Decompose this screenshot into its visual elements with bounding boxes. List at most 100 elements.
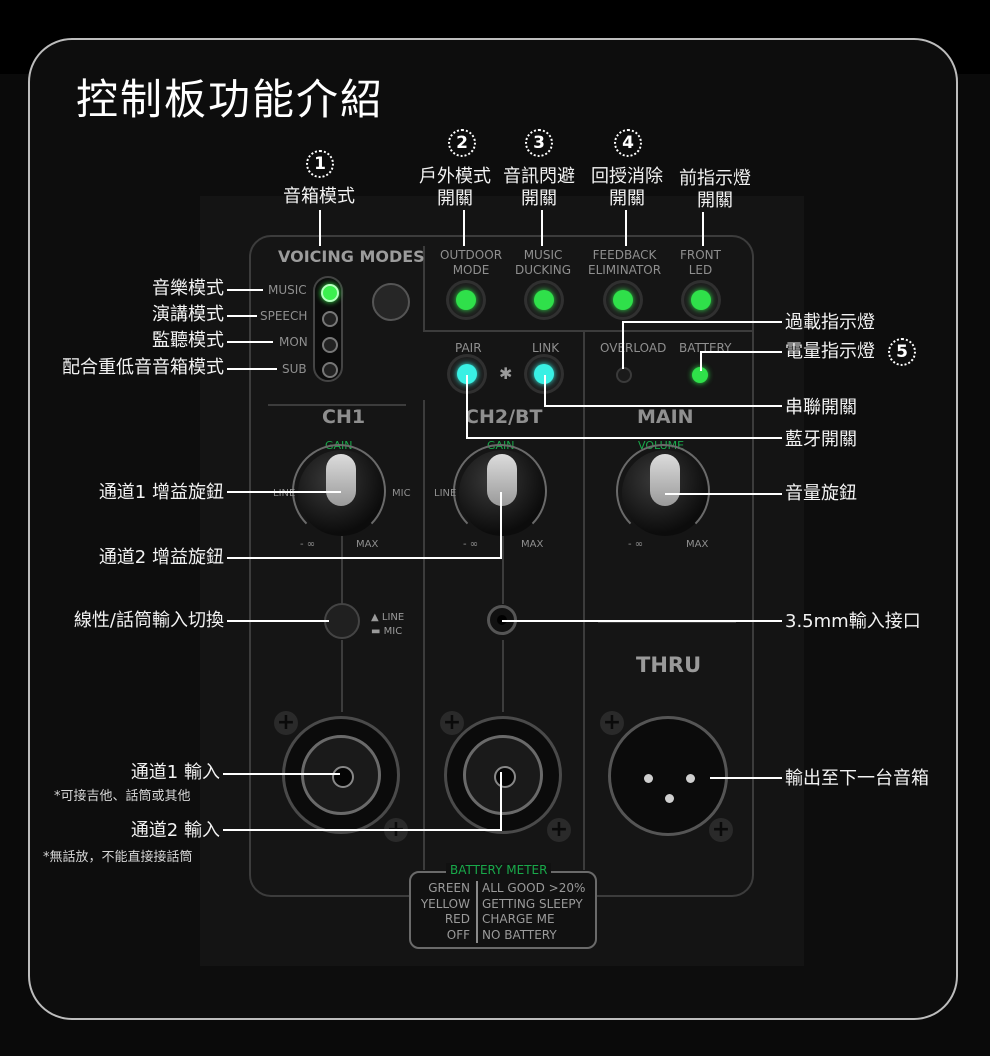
ch1-gain-knob[interactable] [292,444,386,538]
overload-label: OVERLOAD [600,341,667,355]
screw-plus-icon [274,711,298,735]
mon-led [322,337,338,353]
leader-line [227,289,263,291]
number-badge-3: 3 [525,129,553,157]
divider [598,621,736,623]
outdoor-mode-switch[interactable] [449,283,483,317]
overload-led [616,367,632,383]
speech-led [322,311,338,327]
leader-line [702,212,704,246]
mode-music-label: MUSIC [268,283,307,297]
battery-meter-separator [476,881,478,943]
voicing-modes-label: VOICING MODES [278,247,425,266]
callout-music-mode: 音樂模式 [152,278,224,299]
leader-line [622,321,782,323]
ch1-max-label: MAX [356,539,379,550]
note-ch1-input: *可接吉他、話筒或其他 [54,789,191,804]
leader-line [544,405,782,407]
feedback-eliminator-switch[interactable] [606,283,640,317]
xlr-pin [686,774,695,783]
leader-line [227,620,329,622]
screw-plus-icon [600,711,624,735]
voicing-mode-button[interactable] [372,283,410,321]
leader-line [466,375,468,439]
leader-line [500,492,502,559]
callout-overload: 過載指示燈 [785,312,875,333]
ch1-combo-input[interactable] [282,716,400,834]
callout-line-mic-switch: 線性/話筒輸入切換 [73,610,224,631]
ch2-combo-input[interactable] [444,716,562,834]
battery-meter-colors: GREEN YELLOW RED OFF [420,881,470,942]
number-badge-5: 5 [888,338,916,366]
leader-line [500,772,502,831]
battery-meter-meanings: ALL GOOD >20% GETTING SLEEPY CHARGE ME N… [482,881,586,942]
link-label: LINK [532,341,560,355]
line-mic-toggle[interactable] [324,603,360,639]
callout-thru-output: 輸出至下一台音箱 [785,768,929,789]
leader-line [223,829,502,831]
front-led-switch[interactable] [684,283,718,317]
ch2-line-label: LINE [434,488,457,499]
page-title: 控制板功能介紹 [76,75,385,124]
divider [423,400,425,870]
leader-line [625,210,627,246]
ch1-heading: CH1 [322,406,366,428]
toggle-mic-label: ▬ MIC [371,626,403,637]
ch1-min-label: - ∞ [300,539,316,550]
callout-link: 串聯開關 [785,397,857,418]
signal-line [502,536,504,604]
callout-ch2-input: 通道2 輸入 [130,820,220,841]
leader-line [227,368,277,370]
callout-ducking: 音訊閃避開關 [503,166,575,209]
callout-volume: 音量旋鈕 [785,483,857,504]
leader-line [466,437,782,439]
ch2-gain-knob[interactable] [453,444,547,538]
ch2-min-label: - ∞ [463,539,479,550]
ch1-mic-label: MIC [392,488,411,499]
number-badge-1: 1 [306,150,334,178]
divider [268,404,406,406]
callout-ch2-gain: 通道2 增益旋鈕 [98,547,224,568]
note-ch2-input: *無話放，不能直接接話筒 [43,850,193,865]
callout-feedback: 回授消除開關 [591,166,663,209]
leader-line [319,210,321,246]
music-led [321,284,339,302]
callout-outdoor-mode: 戶外模式開關 [419,166,491,209]
ch2-max-label: MAX [521,539,544,550]
main-min-label: - ∞ [628,539,644,550]
sub-led [322,362,338,378]
toggle-line-label: ▲ LINE [371,612,405,623]
battery-led [692,367,708,383]
divider [583,331,585,870]
leader-line [227,491,341,493]
leader-line [544,375,546,407]
signal-line [502,640,504,712]
mode-mon-label: MON [279,335,308,349]
callout-ch1-input: 通道1 輸入 [130,762,220,783]
signal-line [341,536,343,606]
callout-mon-mode: 監聽模式 [152,330,224,351]
leader-line [700,351,702,371]
leader-line [227,557,502,559]
leader-line [710,777,782,779]
music-ducking-switch[interactable] [527,283,561,317]
thru-xlr-output[interactable] [608,716,728,836]
pair-label: PAIR [455,341,482,355]
main-max-label: MAX [686,539,709,550]
callout-pair: 藍牙開關 [785,429,857,450]
callout-speech-mode: 演講模式 [152,304,224,325]
link-switch[interactable] [527,357,561,391]
leader-line [541,210,543,246]
leader-line [227,341,273,343]
leader-line [665,493,782,495]
screw-plus-icon [547,818,571,842]
thru-label: THRU [636,653,702,677]
ch2-heading: CH2/BT [465,406,543,428]
number-badge-4: 4 [614,129,642,157]
xlr-pin [644,774,653,783]
mode-sub-label: SUB [282,362,307,376]
divider [423,330,753,332]
callout-aux-input: 3.5mm輸入接口 [785,611,921,632]
